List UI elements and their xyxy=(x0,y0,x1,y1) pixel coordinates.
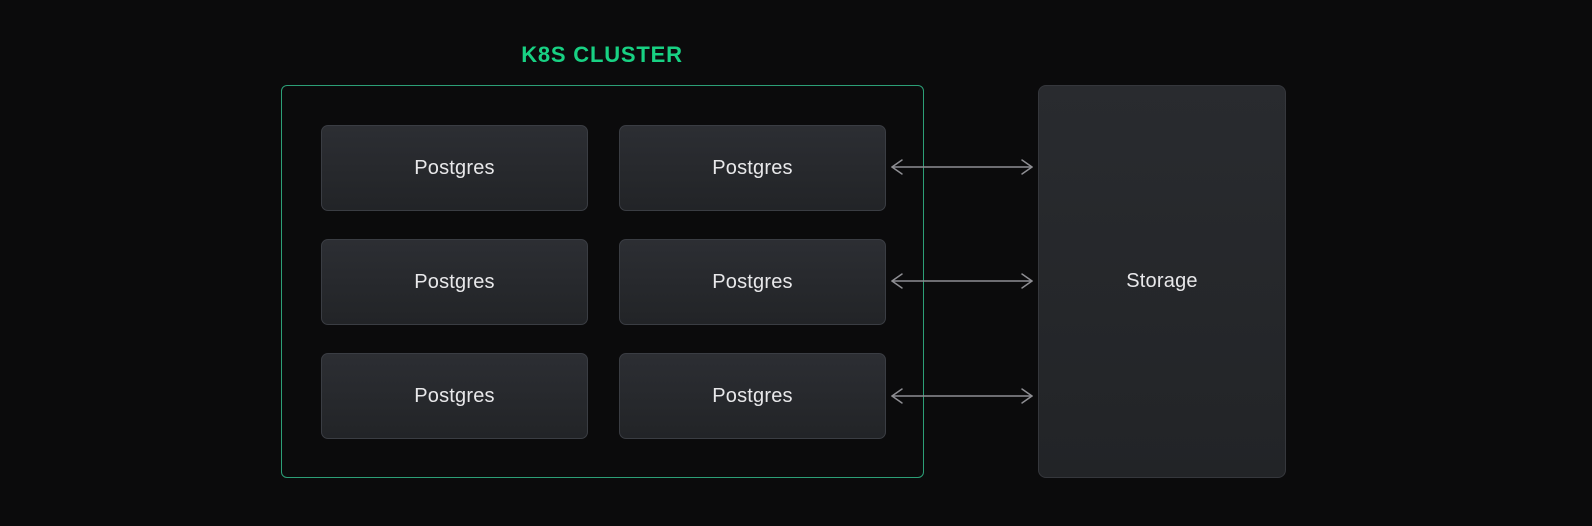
bidirectional-arrow xyxy=(891,159,1033,175)
k8s-cluster-container: Postgres Postgres Postgres Postgres Post… xyxy=(281,85,924,478)
postgres-node: Postgres xyxy=(619,353,886,439)
bidirectional-arrow xyxy=(891,388,1033,404)
postgres-node: Postgres xyxy=(619,125,886,211)
postgres-node: Postgres xyxy=(321,125,588,211)
cluster-title: K8S CLUSTER xyxy=(521,42,683,67)
storage-node: Storage xyxy=(1038,85,1286,478)
postgres-node: Postgres xyxy=(619,239,886,325)
connection-arrows xyxy=(891,159,1033,404)
postgres-node: Postgres xyxy=(321,239,588,325)
bidirectional-arrow xyxy=(891,273,1033,289)
storage-label: Storage xyxy=(1126,270,1198,292)
postgres-node: Postgres xyxy=(321,353,588,439)
